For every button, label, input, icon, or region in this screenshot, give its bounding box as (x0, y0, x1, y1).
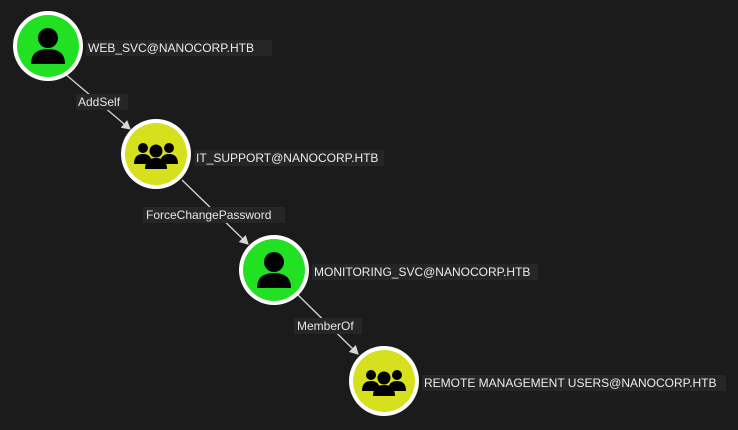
edge-forcechangepassword[interactable]: ForceChangePassword (143, 179, 285, 245)
node-label: IT_SUPPORT@NANOCORP.HTB (196, 151, 378, 165)
node-monitoring-svc[interactable]: MONITORING_SVC@NANOCORP.HTB (239, 235, 538, 305)
node-label: MONITORING_SVC@NANOCORP.HTB (314, 265, 530, 279)
node-it-support[interactable]: IT_SUPPORT@NANOCORP.HTB (121, 119, 384, 189)
node-web-svc[interactable]: WEB_SVC@NANOCORP.HTB (13, 11, 272, 81)
node-label: REMOTE MANAGEMENT USERS@NANOCORP.HTB (424, 376, 716, 390)
edge-memberof[interactable]: MemberOf (294, 293, 362, 355)
node-remote-management-users[interactable]: REMOTE MANAGEMENT USERS@NANOCORP.HTB (349, 346, 726, 416)
edge-label: ForceChangePassword (146, 208, 271, 222)
edge-addself[interactable]: AddSelf (63, 72, 131, 130)
edge-label: AddSelf (78, 95, 121, 109)
edge-label: MemberOf (297, 319, 354, 333)
node-label: WEB_SVC@NANOCORP.HTB (88, 41, 254, 55)
